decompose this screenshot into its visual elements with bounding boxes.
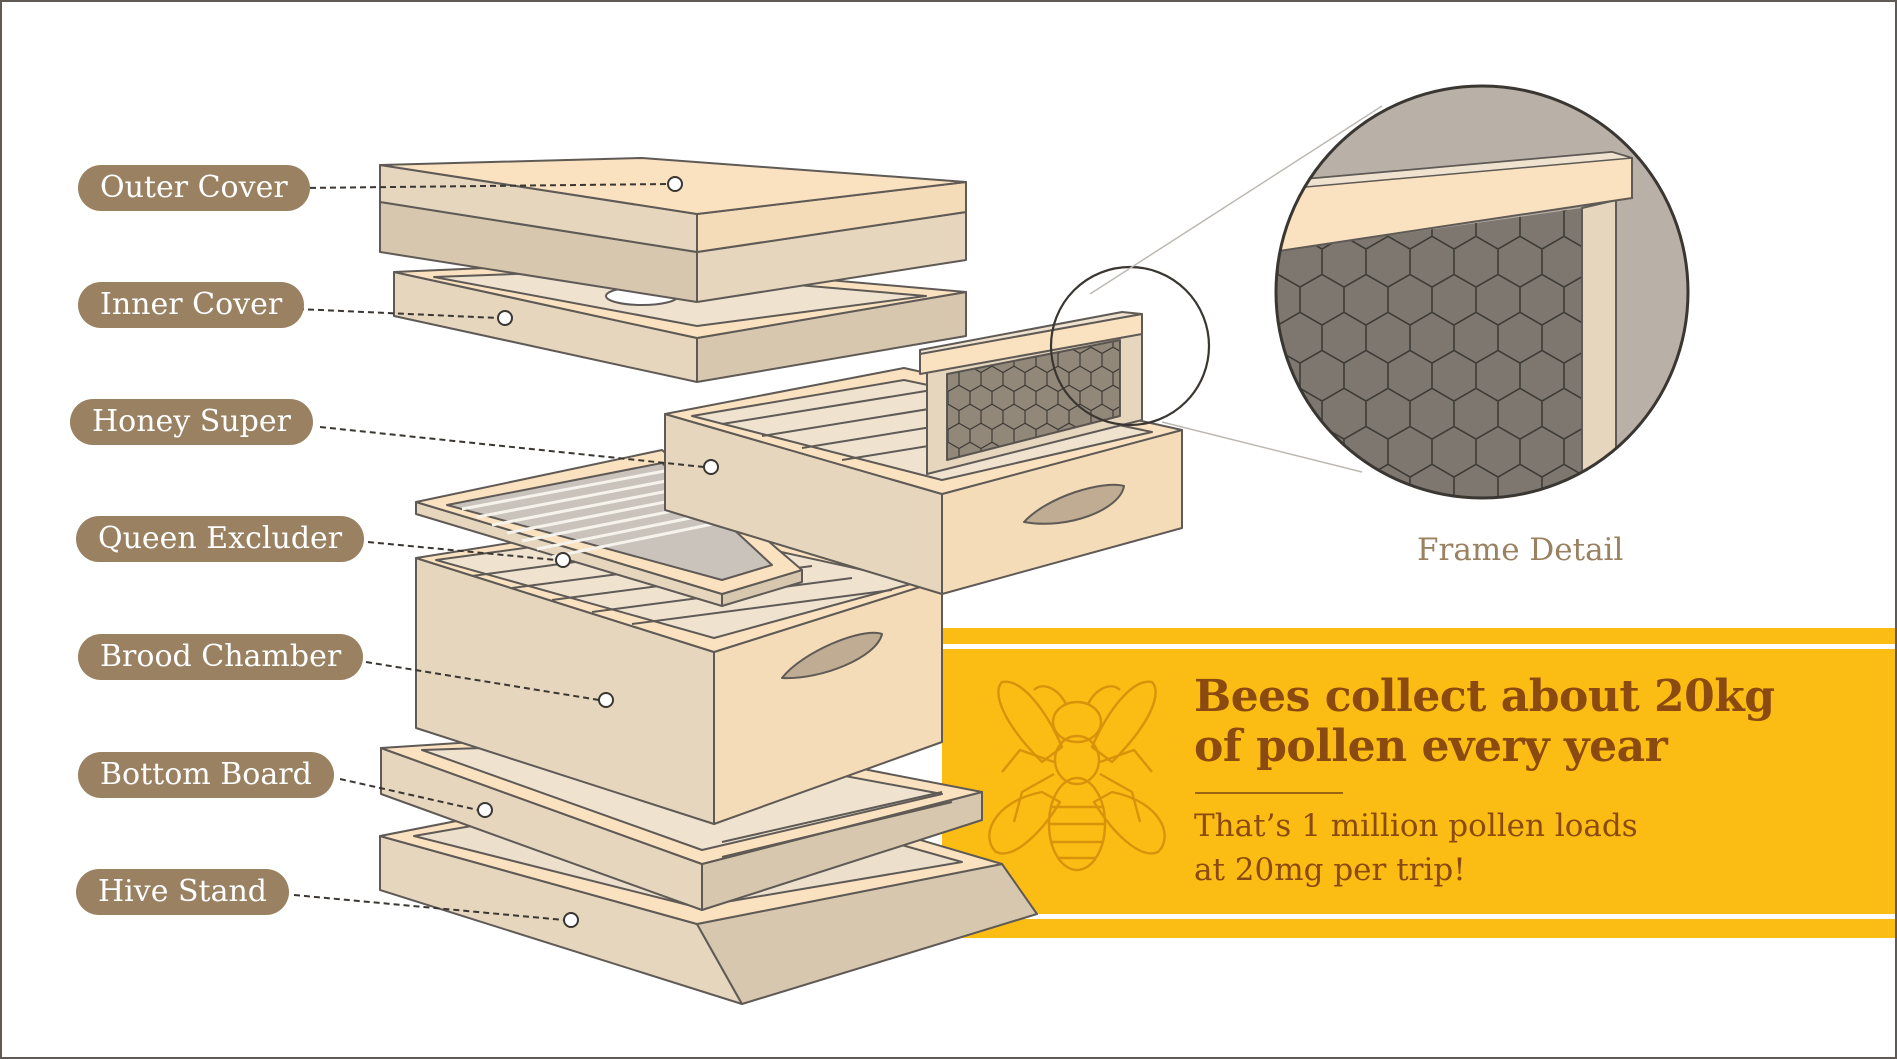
label-hive-stand: Hive Stand xyxy=(76,869,290,915)
frame-detail-caption: Frame Detail xyxy=(1417,532,1624,568)
fact-banner xyxy=(942,628,1895,938)
fact-title: Bees collect about 20kg of pollen every … xyxy=(1194,672,1834,772)
fact-divider xyxy=(1195,792,1343,794)
label-honey-super: Honey Super xyxy=(70,399,313,445)
label-bottom-board: Bottom Board xyxy=(78,752,334,798)
honey-super-shape xyxy=(664,265,1211,595)
fact-subtitle-line-1: That’s 1 million pollen loads xyxy=(1194,808,1638,844)
fact-subtitle-line-2: at 20mg per trip! xyxy=(1194,852,1466,888)
fact-title-line-2: of pollen every year xyxy=(1194,721,1668,772)
fact-subtitle: That’s 1 million pollen loads at 20mg pe… xyxy=(1194,804,1834,892)
label-queen-excluder: Queen Excluder xyxy=(76,516,365,562)
fact-title-line-1: Bees collect about 20kg xyxy=(1194,671,1775,722)
label-inner-cover: Inner Cover xyxy=(78,282,305,328)
label-brood-chamber: Brood Chamber xyxy=(78,634,364,680)
outer-cover-shape xyxy=(379,157,967,303)
leader-lines xyxy=(293,183,705,921)
frame-detail-circle xyxy=(1089,84,1690,500)
bee-illustration xyxy=(988,680,1166,872)
leader-dots xyxy=(477,176,719,928)
label-outer-cover: Outer Cover xyxy=(78,165,310,211)
